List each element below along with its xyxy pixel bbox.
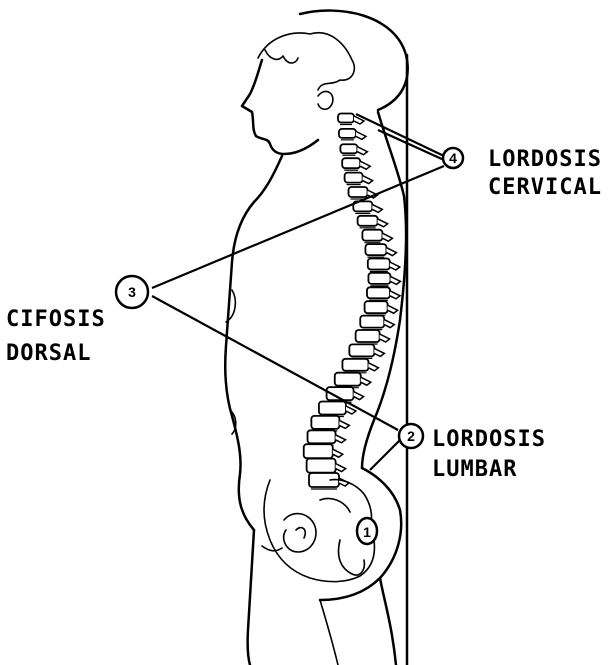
vertebra [365,244,386,255]
spinous-process [357,147,367,155]
svg-text:3: 3 [128,284,136,300]
spinous-process [390,276,400,284]
spinous-process [384,320,394,328]
vertebra [345,173,363,183]
spinous-process [354,392,364,400]
label-lordosis-cervical-line1: LORDOSIS [488,147,602,172]
spinous-process [356,131,366,139]
leader-lines [152,114,444,470]
spinous-process [390,262,400,270]
spinous-process [390,291,400,299]
spinous-process [363,176,373,184]
spinous-process [374,348,384,356]
marker-4: 4 [443,148,463,168]
spine [304,114,401,490]
label-lordosis-lumbar-line2: LUMBAR [432,457,517,482]
spinous-process [386,248,396,256]
svg-text:4: 4 [449,150,457,166]
marker-1: 1 [357,518,377,544]
marker-2: 2 [399,424,423,448]
label-lordosis-lumbar-line1: LORDOSIS [432,427,546,452]
spinous-process [333,449,343,457]
vertebra [340,144,357,153]
vertebra [304,444,333,458]
vertebra [319,402,346,415]
spinous-process [336,435,346,443]
spinous-process [361,377,371,385]
vertebra [349,344,374,356]
vertebra [367,287,390,298]
vertebra [358,216,378,226]
vertebra [311,416,339,429]
spinous-process [368,363,378,371]
vertebra [368,273,390,284]
svg-text:2: 2 [407,428,415,444]
svg-text:1: 1 [363,524,371,540]
spinous-process [336,464,346,472]
vertebra [342,158,360,168]
vertebra [365,301,388,313]
spinous-process [378,219,388,227]
vertebra [308,430,336,443]
vertebra [335,373,361,386]
spinous-process [388,305,398,313]
spinous-process [339,420,349,428]
vertebra [339,129,356,138]
label-lordosis-cervical-line2: CERVICAL [488,175,602,200]
vertebra [356,330,380,342]
spinous-process [372,204,382,212]
vertebra [360,316,384,328]
vertebra [338,114,354,123]
vertebra [342,359,368,371]
label-cifosis-dorsal-line1: CIFOSIS [6,307,106,332]
label-cifosis-dorsal-line2: DORSAL [6,341,91,366]
spinous-process [360,161,370,169]
marker-3: 3 [116,276,148,308]
vertebra [368,259,390,270]
spinous-process [382,233,392,241]
vertebra [349,187,368,197]
vertebra [362,230,382,241]
spinous-process [380,334,390,342]
vertebra [307,459,336,473]
